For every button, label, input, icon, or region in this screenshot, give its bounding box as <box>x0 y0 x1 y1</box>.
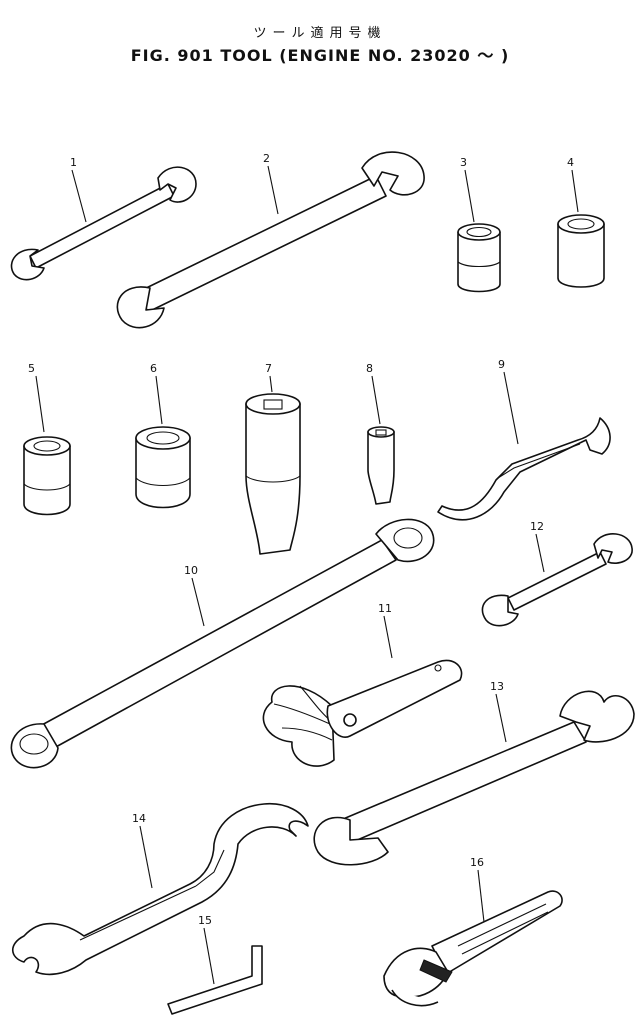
part-14-hook-spanner <box>11 802 309 976</box>
callout-4: 4 <box>567 156 574 169</box>
part-9-hook-spanner <box>437 371 611 521</box>
callout-7: 7 <box>265 362 272 375</box>
part-7-large-bit <box>245 375 301 555</box>
part-5-socket <box>23 375 71 516</box>
figure-title-japanese: ツール適用号機 <box>253 26 387 41</box>
callout-13: 13 <box>490 680 504 693</box>
part-2-large-wrench <box>116 151 425 329</box>
callout-5: 5 <box>28 362 35 375</box>
callout-16: 16 <box>470 856 484 869</box>
part-16-adjustable-wrench <box>383 869 563 1007</box>
callout-1: 1 <box>70 156 77 169</box>
part-10-box-wrench <box>10 518 435 769</box>
part-13-large-wrench <box>313 690 635 866</box>
part-15-hex-key <box>167 927 263 1015</box>
figure-title: FIG. 901 TOOL (ENGINE NO. 23020 ～ ) <box>130 46 510 65</box>
callout-12: 12 <box>530 520 544 533</box>
part-12-small-wrench <box>481 533 633 627</box>
part-3-socket <box>457 169 501 293</box>
callout-6: 6 <box>150 362 157 375</box>
callout-15: 15 <box>198 914 212 927</box>
part-4-socket <box>557 169 605 288</box>
callout-10: 10 <box>184 564 198 577</box>
callout-9: 9 <box>498 358 505 371</box>
callout-14: 14 <box>132 812 146 825</box>
callout-3: 3 <box>460 156 467 169</box>
callout-2: 2 <box>263 152 270 165</box>
part-6-socket <box>135 375 191 509</box>
callout-8: 8 <box>366 362 373 375</box>
part-8-small-bit <box>367 375 395 505</box>
part-1-small-wrench <box>10 166 197 281</box>
callout-11: 11 <box>378 602 392 615</box>
part-11-feeler-gauge <box>262 615 463 767</box>
